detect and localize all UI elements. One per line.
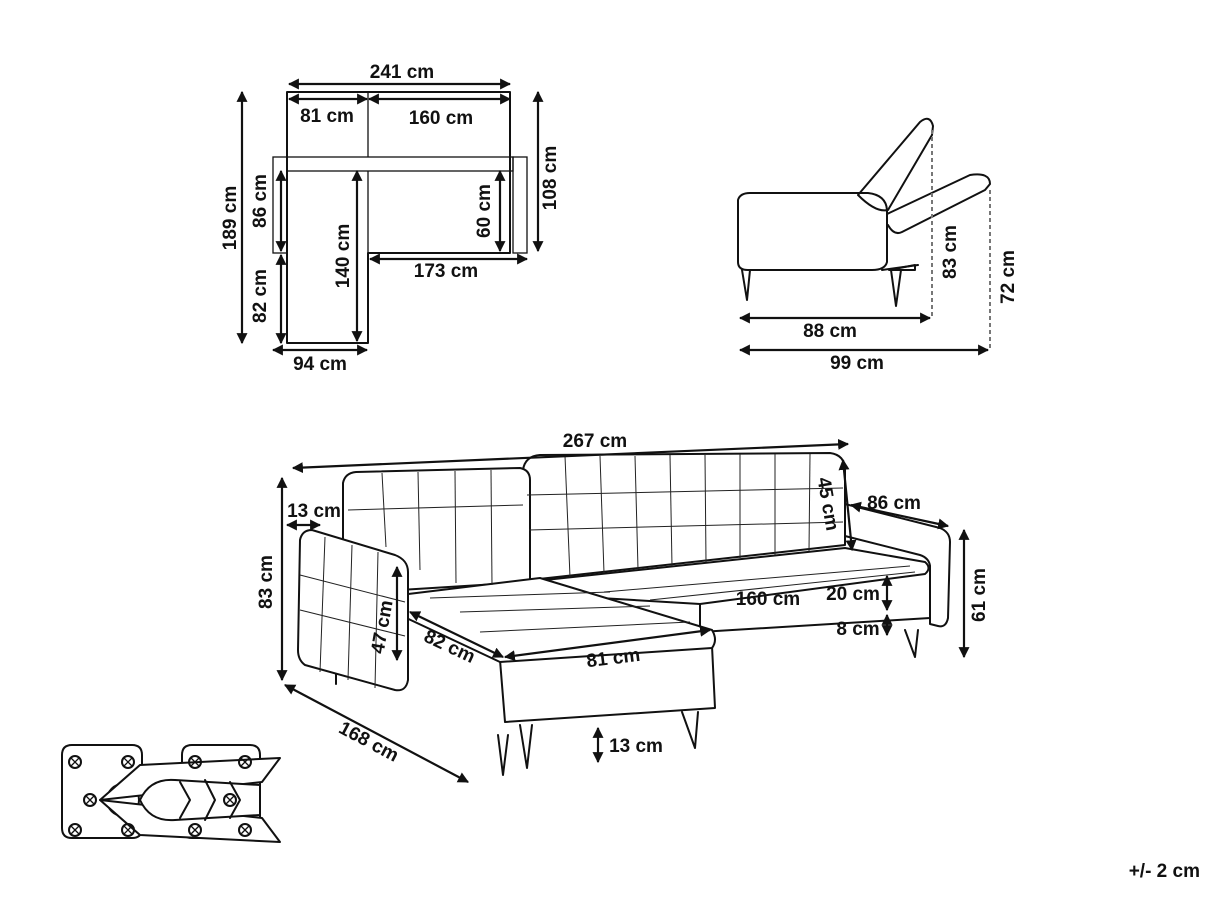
side-reclined-depth-label: 99 cm: [830, 353, 884, 374]
top-view-dimension-lines: [236, 78, 544, 356]
top-main-width-label: 160 cm: [409, 108, 473, 129]
persp-leg-height-label: 13 cm: [609, 736, 663, 757]
persp-chaise-length-label: 168 cm: [335, 718, 402, 767]
hinge-screws: [68, 755, 252, 837]
top-overall-depth-label: 189 cm: [220, 186, 241, 250]
persp-seat-width-label: 160 cm: [736, 589, 800, 610]
hinge-mechanism-detail: [61, 744, 281, 843]
sofa-legs: [335, 629, 919, 776]
persp-seat-height-label: 61 cm: [969, 568, 990, 622]
top-overall-width-label: 241 cm: [370, 62, 434, 83]
top-chaise-lower-label: 82 cm: [250, 269, 271, 323]
persp-cushion-height-label: 20 cm: [826, 584, 880, 605]
side-view-dimension-lines: [738, 130, 991, 356]
top-seat-width-label: 173 cm: [414, 261, 478, 282]
top-backrest-label: 86 cm: [250, 174, 271, 228]
persp-total-length-label: 267 cm: [563, 431, 627, 452]
main-seat-cushion: [544, 547, 930, 605]
top-main-depth-label: 108 cm: [540, 146, 561, 210]
top-seat-depth-label: 60 cm: [474, 184, 495, 238]
top-bottom-width-label: 94 cm: [293, 354, 347, 375]
persp-armrest-width-label: 13 cm: [287, 501, 341, 522]
top-view-outline: [272, 91, 528, 344]
tufting-seams: [299, 453, 916, 689]
persp-side-depth-label: 86 cm: [867, 493, 921, 514]
side-reclined-height-label: 72 cm: [998, 250, 1019, 304]
right-armrest: [844, 503, 951, 628]
perspective-dimension-lines: [276, 438, 970, 783]
perspective-view: 267 cm 13 cm 45 cm 86 cm 83 cm 61 cm 47 …: [256, 431, 990, 783]
top-chaise-length-label: 140 cm: [333, 224, 354, 288]
side-depth-label: 88 cm: [803, 321, 857, 342]
tolerance-note: +/- 2 cm: [1128, 861, 1200, 882]
persp-base-height-label: 8 cm: [836, 619, 879, 640]
persp-total-height-label: 83 cm: [256, 555, 277, 609]
side-view: 83 cm 72 cm 88 cm 99 cm: [737, 117, 1019, 374]
top-chaise-width-label: 81 cm: [300, 106, 354, 127]
side-backrest-height-label: 83 cm: [940, 225, 961, 279]
top-view: 241 cm 81 cm 160 cm 189 cm 86 cm 82 cm 1…: [220, 62, 561, 375]
